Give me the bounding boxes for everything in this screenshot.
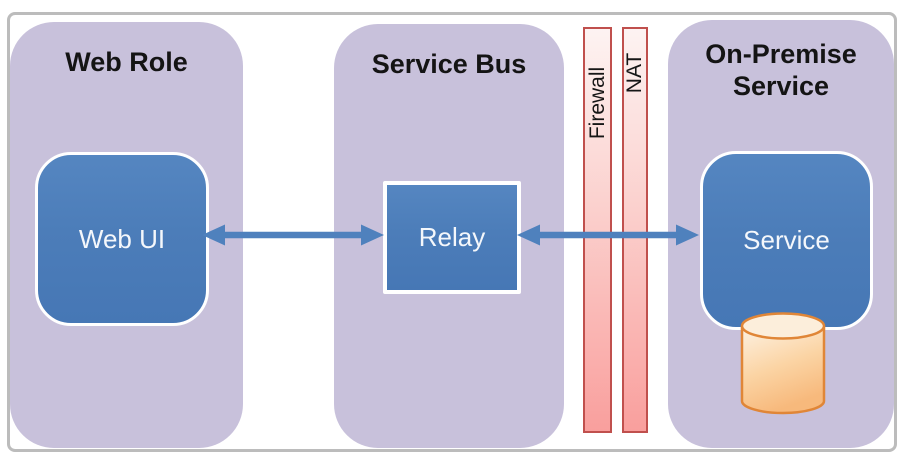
nat-label: NAT (623, 52, 646, 94)
node-service: Service (700, 151, 873, 330)
container-title-service-bus: Service Bus (371, 49, 527, 79)
firewall-barrier: Firewall (583, 27, 612, 433)
arrow-relay-service (517, 224, 699, 246)
arrow-webui-relay (202, 224, 384, 246)
firewall-label: Firewall (585, 66, 609, 140)
container-title-on-premise-service: On-Premise Service (705, 39, 857, 102)
node-web-ui: Web UI (35, 152, 209, 326)
outer-frame (7, 12, 897, 452)
node-service-label: Service (743, 225, 830, 255)
node-web-ui-label: Web UI (78, 223, 166, 254)
node-relay: Relay (383, 181, 521, 294)
database-cylinder-icon (740, 312, 826, 415)
container-title-web-role: Web Role (65, 47, 188, 77)
nat-barrier: NAT (622, 27, 648, 433)
node-relay-label: Relay (418, 222, 486, 252)
